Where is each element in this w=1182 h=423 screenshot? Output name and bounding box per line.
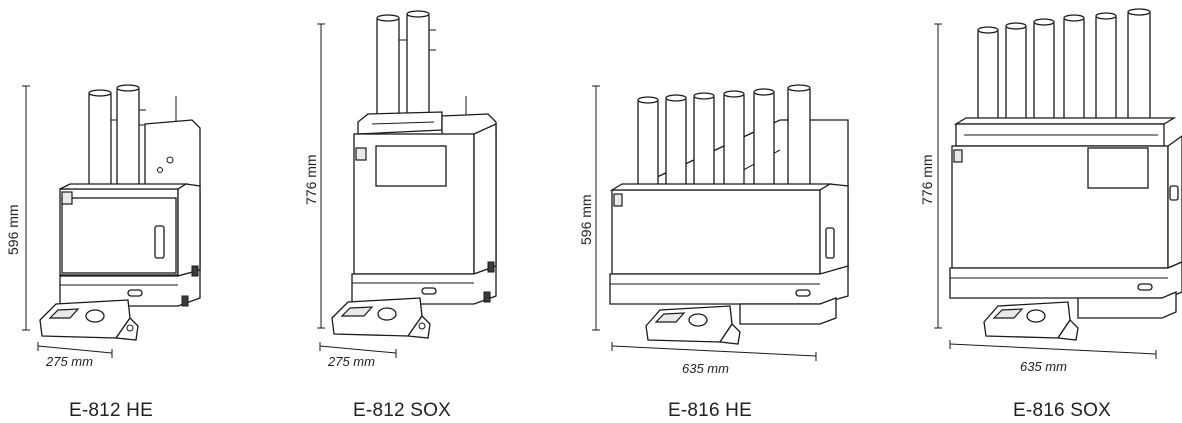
model-label: E-812 SOX (353, 400, 451, 421)
height-dimension: 776 mm (303, 154, 319, 205)
width-dimension: 635 mm (1020, 359, 1067, 374)
height-dimension: 596 mm (578, 194, 594, 245)
unit-e816-he: 596 mm 635 mm E-816 (578, 0, 880, 423)
unit-e812-sox: 776 mm 275 mm (292, 0, 532, 423)
e816-he-drawing: 596 mm 635 mm (578, 84, 849, 376)
width-dimension: 275 mm (45, 354, 93, 369)
model-label: E-816 SOX (1013, 400, 1111, 421)
height-dimension: 776 mm (919, 154, 935, 205)
columns (977, 8, 1151, 127)
width-dimension: 635 mm (682, 361, 729, 376)
model-label: E-816 HE (668, 400, 752, 421)
model-label: E-812 HE (69, 400, 153, 421)
e812-sox-drawing: 776 mm 275 mm (303, 10, 497, 369)
e812-he-drawing: 596 mm 275 mm (5, 84, 201, 369)
width-dimension: 275 mm (327, 354, 375, 369)
height-dimension: 596 mm (5, 204, 21, 255)
e816-sox-drawing: 776 mm 635 mm (919, 8, 1182, 374)
unit-e812-he: 596 mm 275 mm (0, 0, 240, 423)
unit-e816-sox: 776 mm 635 mm (912, 0, 1182, 423)
